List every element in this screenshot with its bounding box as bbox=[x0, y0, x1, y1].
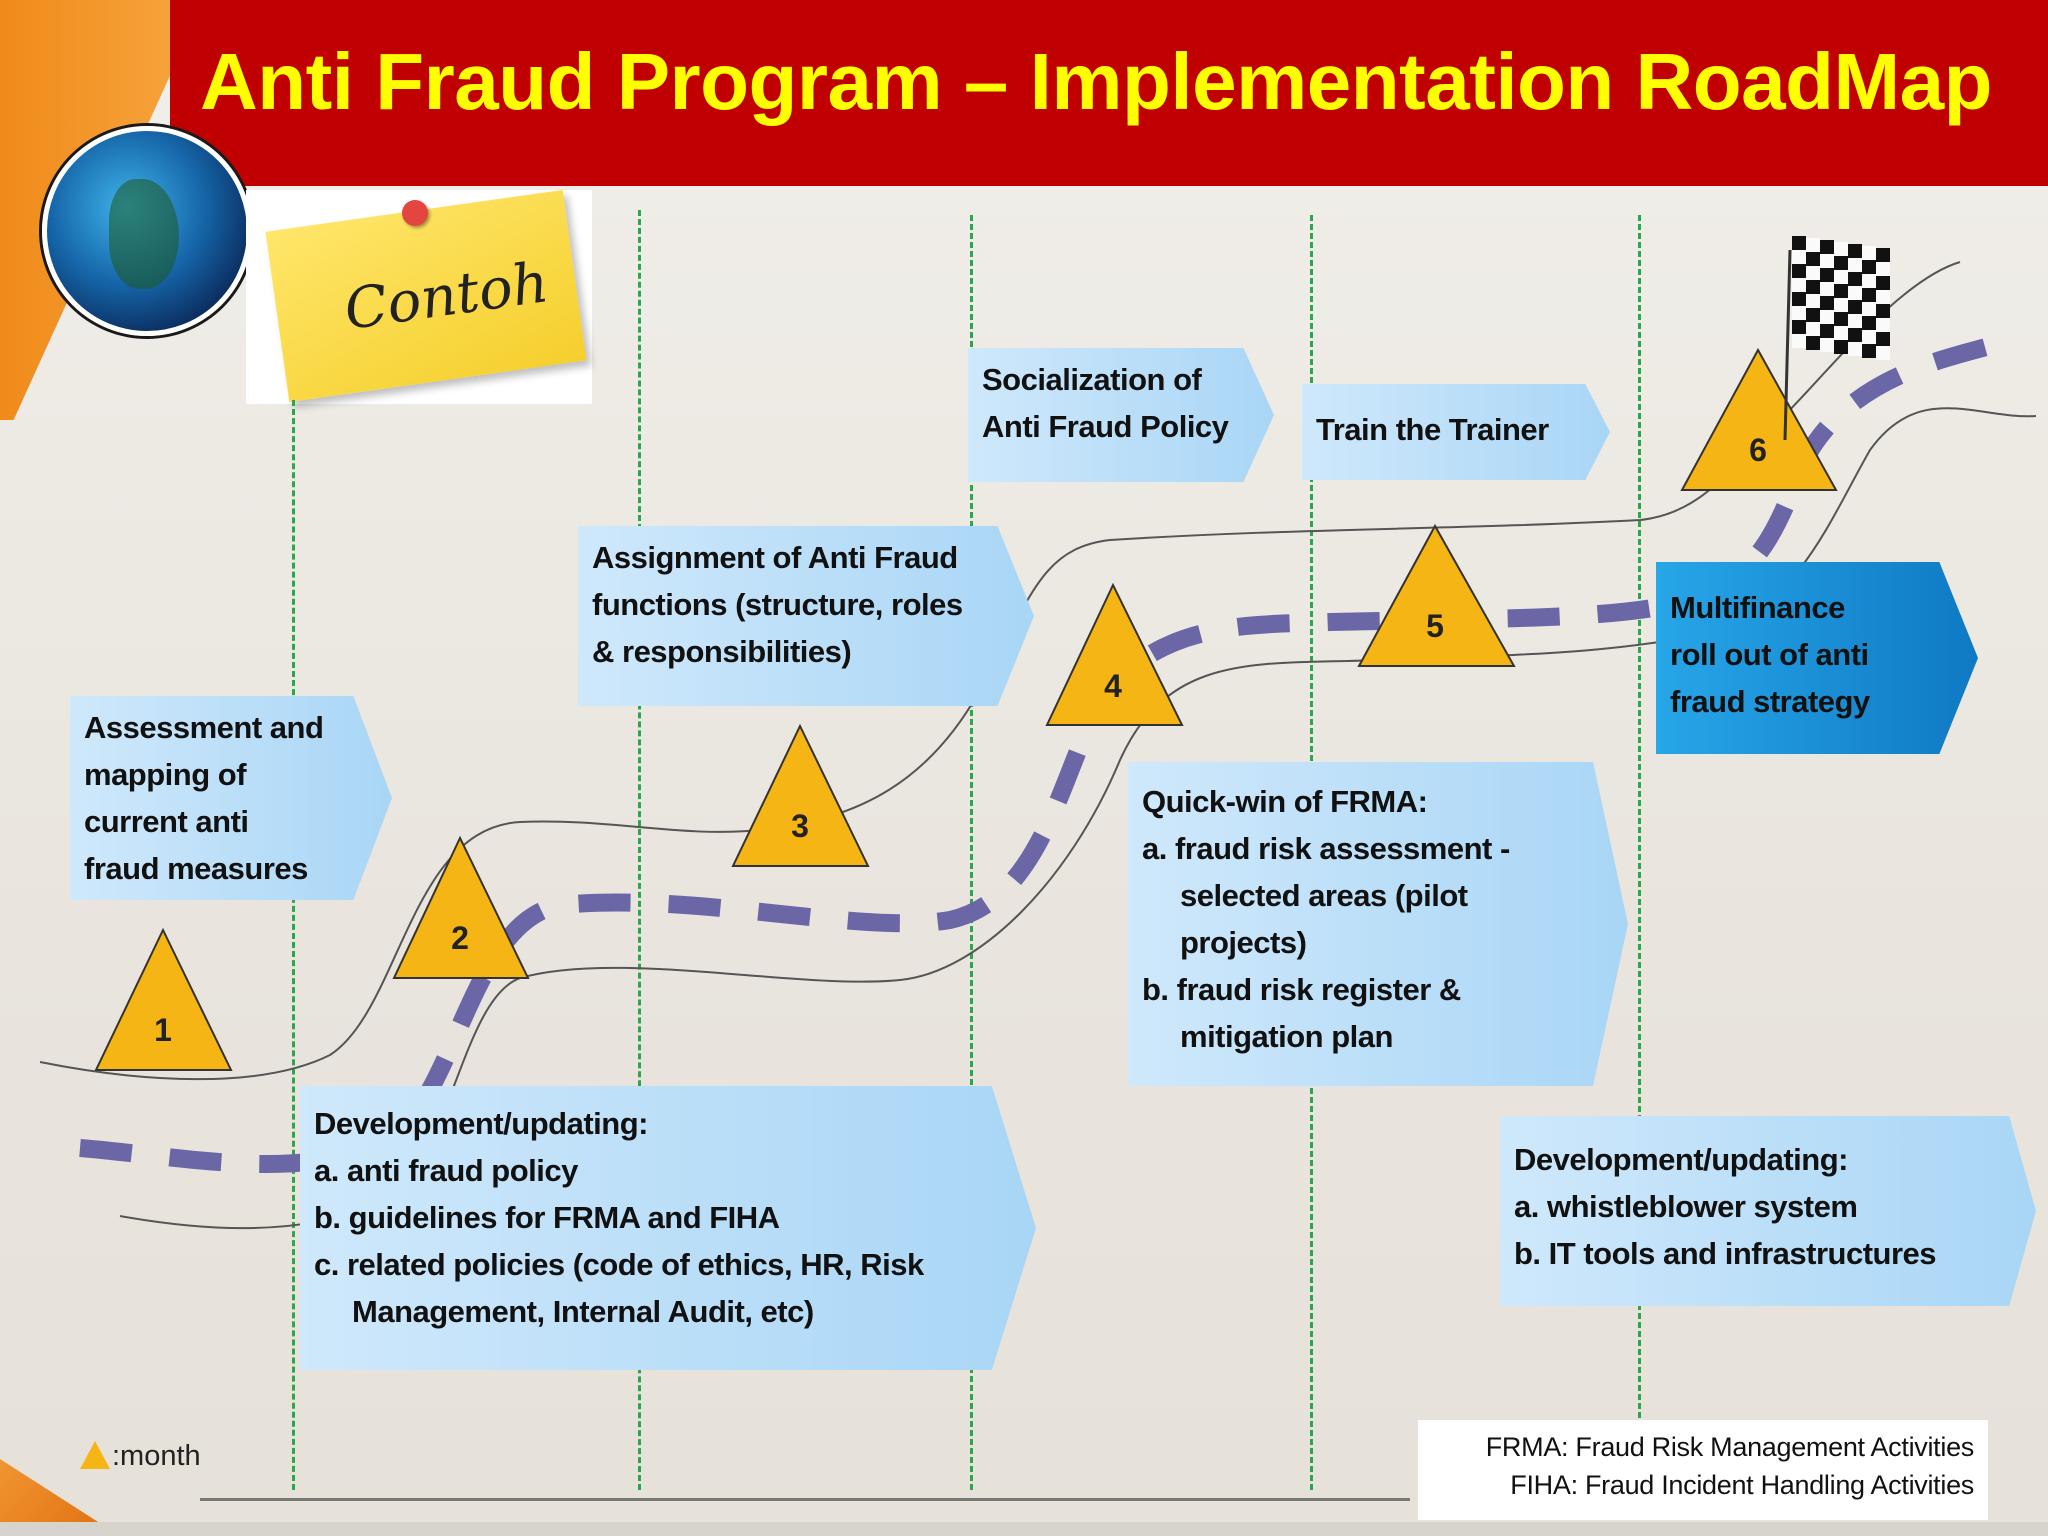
train-the-trainer-box: Train the Trainer bbox=[1302, 384, 1610, 480]
box-line: b. guidelines for FRMA and FIHA bbox=[314, 1200, 780, 1235]
box-line: mapping of bbox=[84, 757, 247, 792]
milestone-label: 6 bbox=[1749, 432, 1767, 468]
socialization-box: Socialization of Anti Fraud Policy bbox=[968, 348, 1274, 482]
phase-divider bbox=[638, 210, 641, 1490]
box-line: roll out of anti bbox=[1670, 637, 1869, 672]
milestone-label: 2 bbox=[451, 920, 469, 956]
box-line: Assessment and bbox=[84, 710, 324, 745]
development-policies-box: Development/updating: a. anti fraud poli… bbox=[300, 1086, 1036, 1370]
box-line: a. whistleblower system bbox=[1514, 1189, 1858, 1224]
assignment-box: Assignment of Anti Fraud functions (stru… bbox=[578, 526, 1034, 706]
triangle-icon bbox=[80, 1441, 110, 1469]
abbreviation-legend: FRMA: Fraud Risk Management Activities F… bbox=[1418, 1420, 1988, 1520]
pushpin-icon bbox=[402, 200, 428, 226]
box-line: c. related policies (code of ethics, HR,… bbox=[314, 1247, 924, 1282]
phase-divider bbox=[1638, 215, 1641, 1490]
box-line: a. anti fraud policy bbox=[314, 1153, 578, 1188]
box-line: a. fraud risk assessment - bbox=[1142, 831, 1510, 866]
quick-win-box: Quick-win of FRMA: a. fraud risk assessm… bbox=[1128, 762, 1628, 1086]
month-legend: :month bbox=[80, 1440, 201, 1473]
legend-frma: FRMA: Fraud Risk Management Activities bbox=[1485, 1432, 1975, 1462]
legend-fiha: FIHA: Fraud Incident Handling Activities bbox=[1510, 1470, 1974, 1500]
box-line: mitigation plan bbox=[1180, 1019, 1393, 1054]
box-line: Assignment of Anti Fraud bbox=[592, 540, 958, 575]
milestone-label: 5 bbox=[1426, 608, 1444, 644]
title-bar bbox=[170, 0, 2048, 186]
checkered-flag-icon bbox=[1783, 236, 1890, 441]
box-line: current anti bbox=[84, 804, 249, 839]
box-line: functions (structure, roles bbox=[592, 587, 963, 622]
box-line: Multifinance bbox=[1670, 590, 1845, 625]
box-line: projects) bbox=[1180, 925, 1307, 960]
box-line: b. IT tools and infrastructures bbox=[1514, 1236, 1937, 1271]
development-systems-box: Development/updating: a. whistleblower s… bbox=[1500, 1116, 2036, 1306]
box-heading: Development/updating: bbox=[1514, 1142, 1848, 1177]
phase-divider bbox=[292, 400, 295, 1490]
box-line: Train the Trainer bbox=[1316, 412, 1549, 447]
box-heading: Development/updating: bbox=[314, 1106, 648, 1141]
milestone-label: 1 bbox=[154, 1012, 172, 1048]
milestone-label: 4 bbox=[1104, 668, 1122, 704]
box-heading: Quick-win of FRMA: bbox=[1142, 784, 1428, 819]
slide-title: Anti Fraud Program – Implementation Road… bbox=[200, 37, 1993, 126]
phase-divider bbox=[970, 215, 973, 1490]
multifinance-box: Multifinance roll out of anti fraud stra… bbox=[1656, 562, 1978, 754]
box-line: selected areas (pilot bbox=[1180, 878, 1468, 913]
box-line: Management, Internal Audit, etc) bbox=[352, 1294, 814, 1329]
box-line: Socialization of bbox=[982, 362, 1202, 397]
assessment-box: Assessment and mapping of current anti f… bbox=[70, 696, 392, 900]
box-line: fraud strategy bbox=[1670, 684, 1870, 719]
box-line: Anti Fraud Policy bbox=[982, 409, 1229, 444]
timeline-baseline bbox=[200, 1498, 1410, 1501]
box-line: b. fraud risk register & bbox=[1142, 972, 1461, 1007]
milestone-label: 3 bbox=[791, 808, 809, 844]
month-legend-label: :month bbox=[112, 1440, 201, 1472]
box-line: fraud measures bbox=[84, 851, 308, 886]
box-line: & responsibilities) bbox=[592, 634, 852, 669]
bottom-strip bbox=[0, 1522, 2048, 1536]
